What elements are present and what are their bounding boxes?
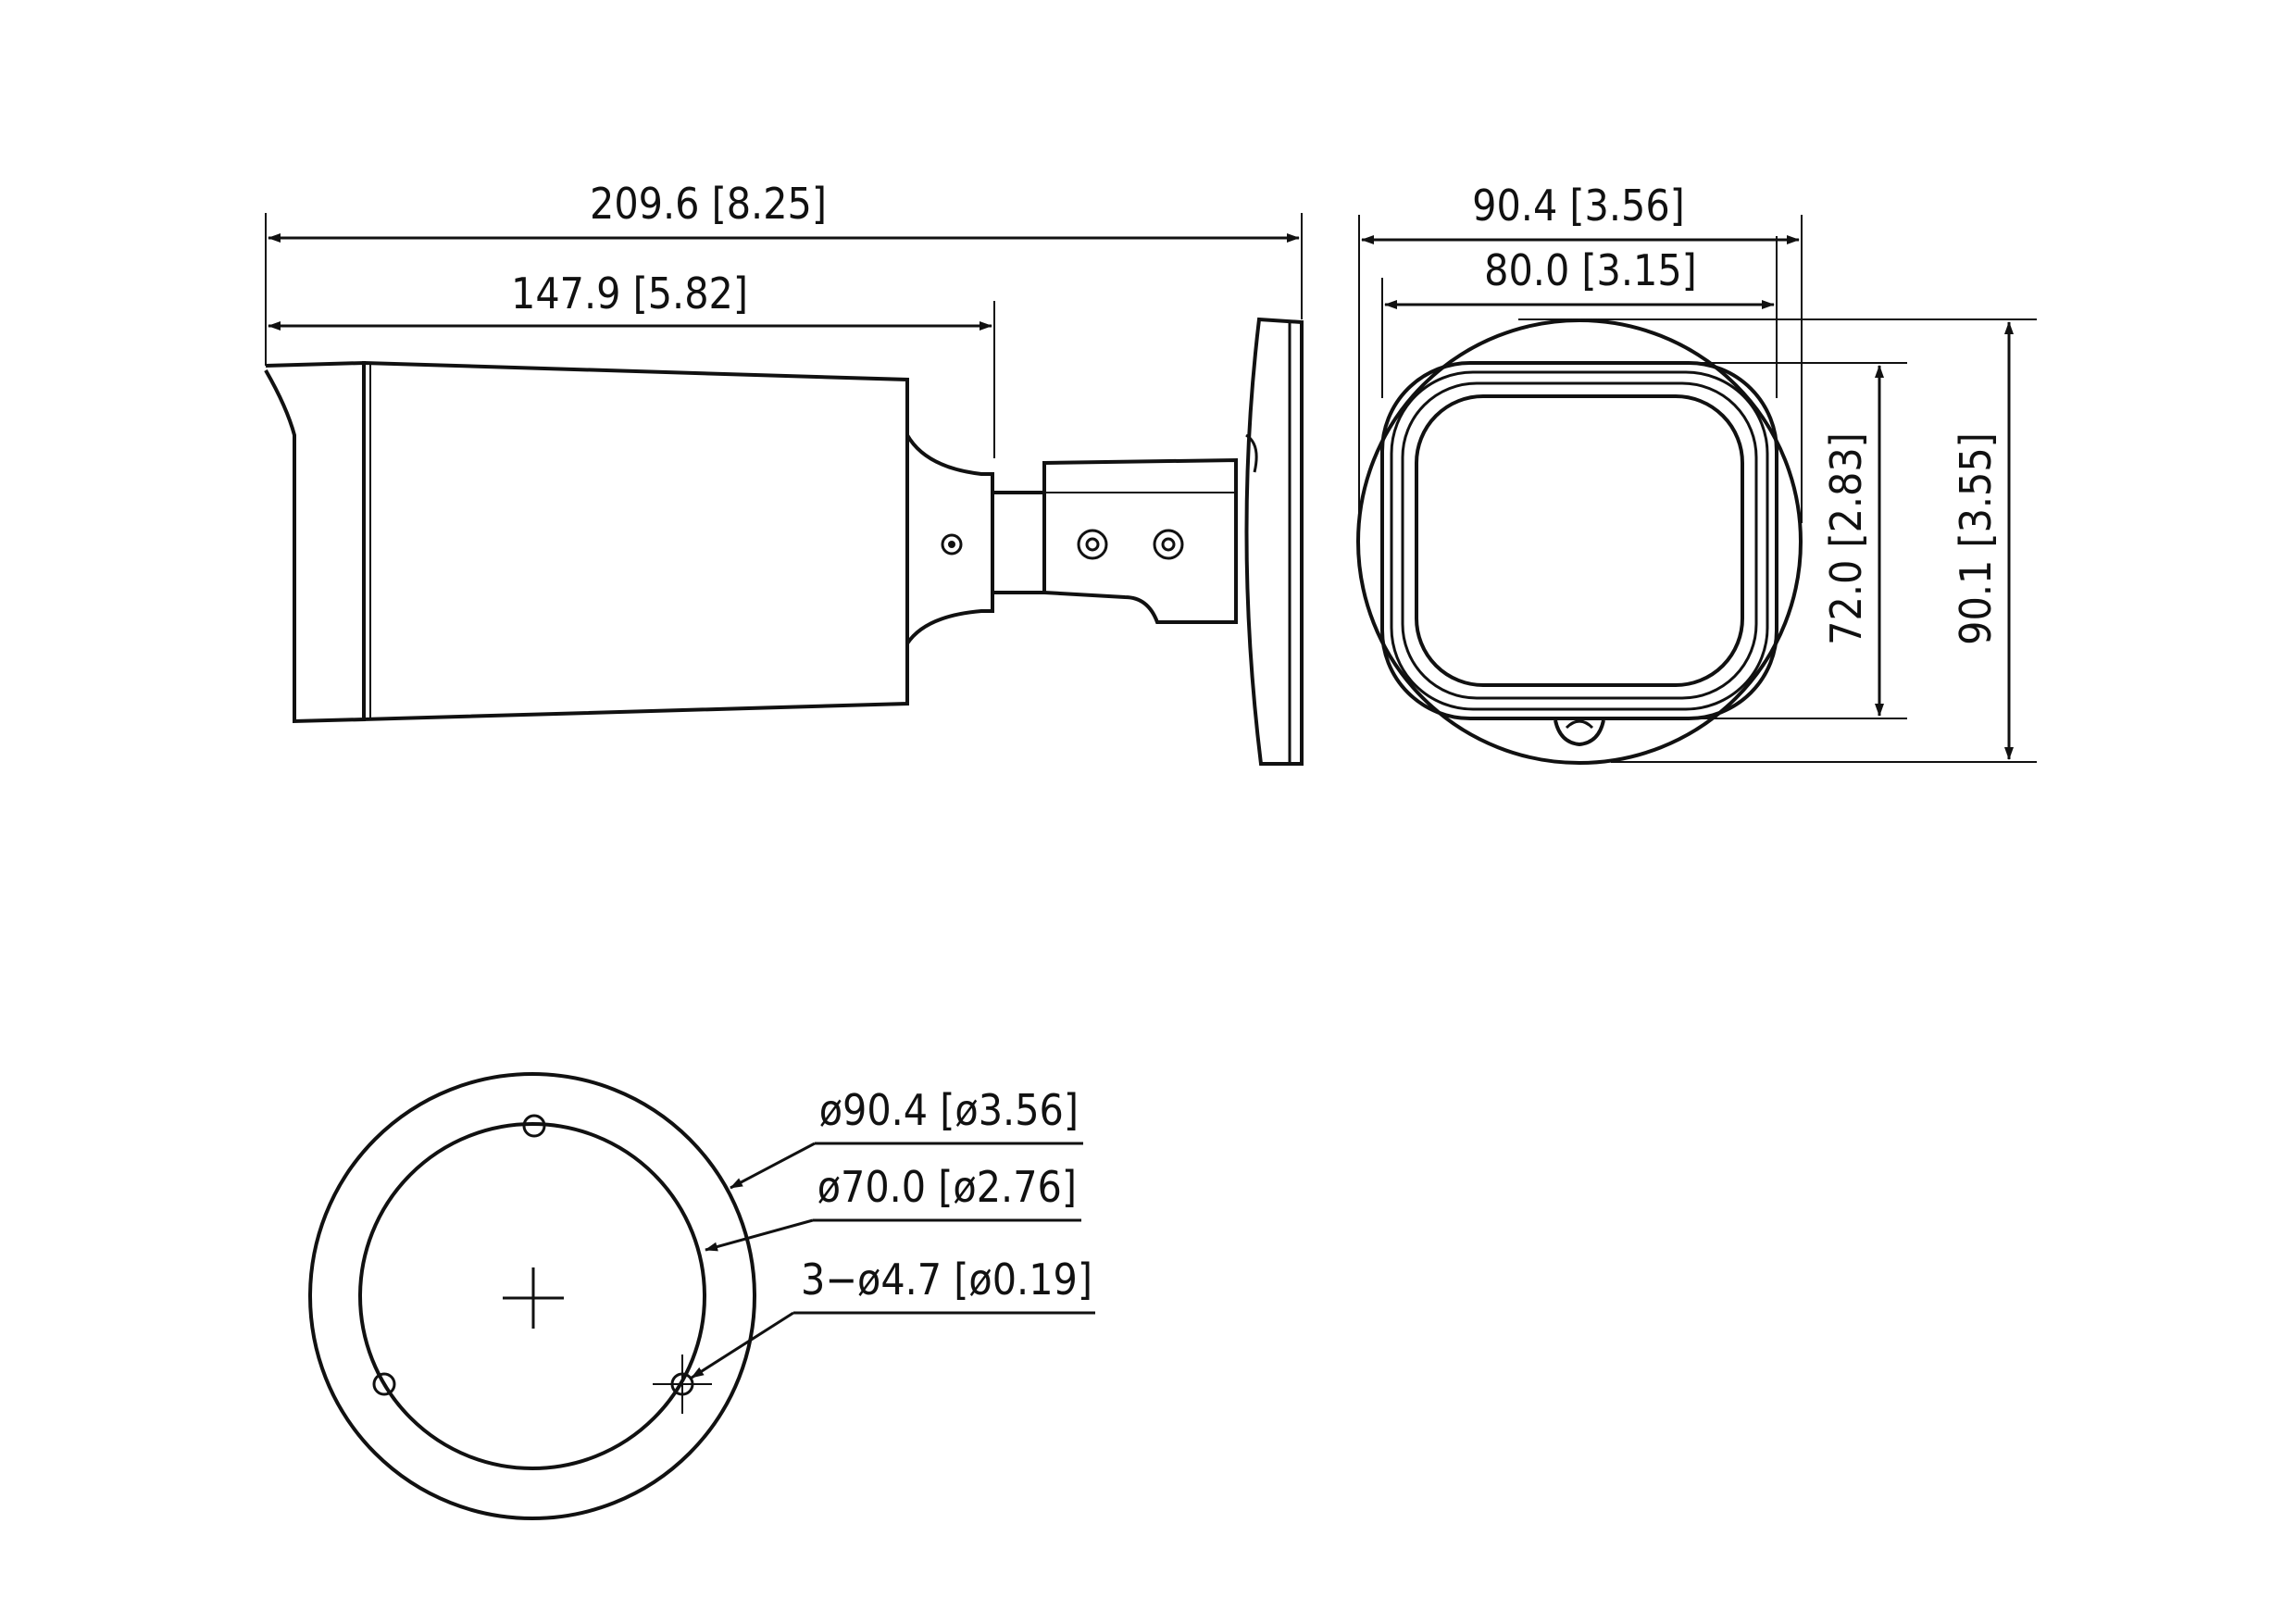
- base-outer-circle: [308, 1072, 756, 1520]
- bottom-tab: [1554, 719, 1605, 747]
- overall-width-label: 90.4 [3.56]: [1472, 181, 1685, 231]
- lens-window-frame: [1401, 381, 1758, 700]
- overall-length-label: 209.6 [8.25]: [590, 179, 827, 229]
- front-body-inner: [1390, 370, 1769, 711]
- bottom-tab-detail: [1565, 719, 1594, 730]
- front-body-outline: [1380, 361, 1778, 720]
- screw-icon: [1077, 529, 1108, 560]
- sun-shield: [264, 360, 366, 724]
- overall-height-label: 90.1 [3.55]: [1951, 432, 2001, 645]
- mounting-hole: [522, 1114, 546, 1138]
- screw-icon: [1153, 529, 1184, 560]
- mounting-holes-label: 3−ø4.7 [ø0.19]: [801, 1255, 1092, 1305]
- leader-arrow: [691, 1311, 794, 1380]
- side-view: 209.6 [8.25] 147.9 [5.82]: [264, 179, 1304, 766]
- body-height-label: 72.0 [2.83]: [1821, 432, 1871, 645]
- mounting-hole: [372, 1372, 396, 1396]
- screw-icon: [948, 541, 955, 548]
- outer-diameter-label: ø90.4 [ø3.56]: [819, 1085, 1079, 1135]
- front-mount-plate: [1356, 318, 1803, 765]
- leader-arrow: [730, 1142, 816, 1190]
- lens-window: [1415, 394, 1744, 687]
- screw-icon: [941, 533, 963, 556]
- mount-plate: [1244, 317, 1304, 766]
- bracket-arm: [1042, 457, 1238, 624]
- hole-circle-diameter-label: ø70.0 [ø2.76]: [817, 1162, 1077, 1212]
- rear-neck: [905, 433, 994, 645]
- camera-body: [362, 360, 909, 722]
- joint: [992, 491, 1046, 594]
- mount-plate-detail: [1245, 433, 1258, 473]
- base-hole-circle: [358, 1122, 706, 1470]
- body-length-label: 147.9 [5.82]: [511, 268, 748, 318]
- leader-arrow: [705, 1218, 814, 1252]
- screw-icon: [1161, 537, 1176, 552]
- body-width-label: 80.0 [3.15]: [1484, 245, 1697, 295]
- front-view: 90.4 [3.56] 80.0 [3.15] 72.0 [2.83] 90.1…: [1356, 181, 2037, 765]
- mount-base-view: ø90.4 [ø3.56] ø70.0 [ø2.76] 3−ø4.7 [ø0.1…: [308, 1072, 1095, 1520]
- screw-icon: [1085, 537, 1100, 552]
